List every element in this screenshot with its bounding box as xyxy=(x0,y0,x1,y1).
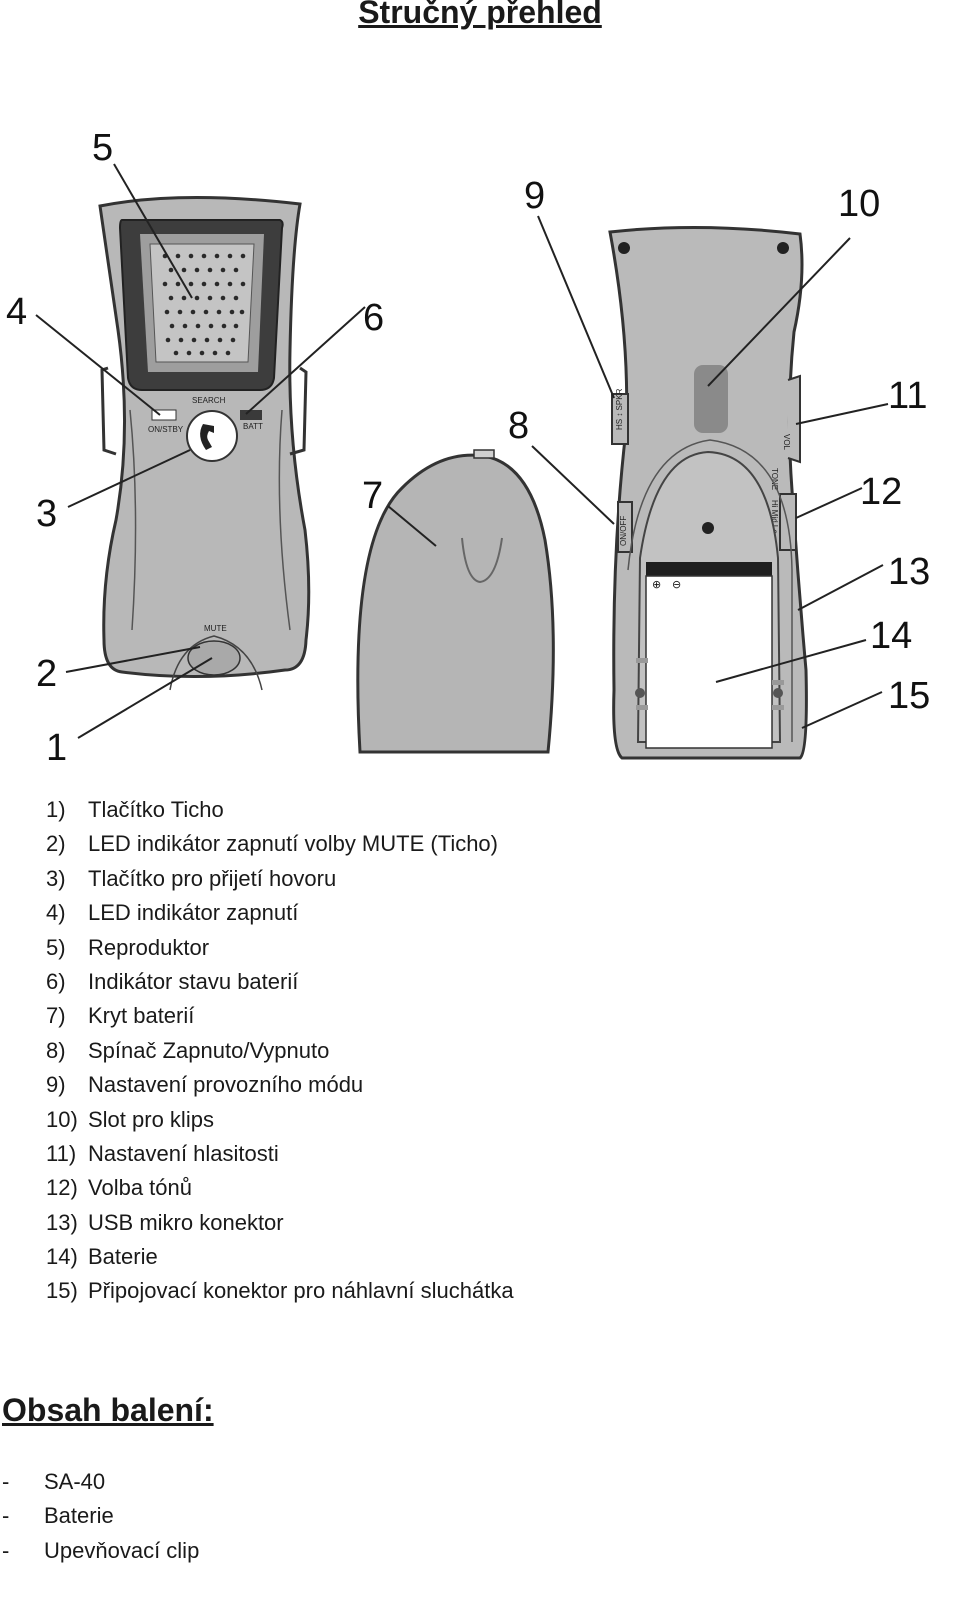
callout-13: 13 xyxy=(888,551,930,593)
mute-button xyxy=(187,640,241,676)
callout-2: 2 xyxy=(36,653,57,695)
legend-item: 7)Kryt baterií xyxy=(46,1003,195,1029)
legend-item: 13)USB mikro konektor xyxy=(46,1209,284,1235)
callout-14: 14 xyxy=(870,615,912,657)
legend-item: 6)Indikátor stavu baterií xyxy=(46,968,299,994)
plus-marking: ⊕ xyxy=(652,578,661,591)
callout-9: 9 xyxy=(524,175,545,217)
page-title: Stručný přehled xyxy=(358,0,602,30)
legend-item: 9)Nastavení provozního módu xyxy=(46,1072,364,1098)
search-marking: SEARCH xyxy=(192,396,226,405)
minus-marking: ⊖ xyxy=(672,578,681,591)
battery-cover xyxy=(356,449,555,754)
callout-11: 11 xyxy=(888,375,927,417)
legend-item: 8)Spínač Zapnuto/Vypnuto xyxy=(46,1037,330,1063)
batt-marking: BATT xyxy=(243,422,263,431)
hs-spkr-marking: HS ↕ SPKR xyxy=(615,388,624,430)
callout-1: 1 xyxy=(46,727,67,769)
callout-15: 15 xyxy=(888,675,930,717)
callout-8: 8 xyxy=(508,405,529,447)
mute-marking: MUTE xyxy=(204,624,227,633)
callout-6: 6 xyxy=(363,297,384,339)
device-diagram: SEARCH ON/STBY BATT MUTE HS ↕ SP xyxy=(0,110,960,790)
callout-4: 4 xyxy=(6,291,27,333)
batt-led xyxy=(240,410,262,420)
front-unit: SEARCH ON/STBY BATT MUTE xyxy=(98,195,311,691)
on-stby-led xyxy=(151,409,177,421)
callout-7: 7 xyxy=(362,475,383,517)
legend-item: 10)Slot pro klips xyxy=(46,1106,214,1132)
vol-marking: VOL xyxy=(782,434,791,451)
phone-icon xyxy=(200,424,214,450)
callout-10: 10 xyxy=(838,183,880,225)
legend-item: 4)LED indikátor zapnutí xyxy=(46,900,299,926)
list-item: -Upevňovací clip xyxy=(2,1537,200,1563)
legend-item: 12)Volba tónů xyxy=(46,1175,192,1201)
parts-legend: 1)Tlačítko Ticho 2)LED indikátor zapnutí… xyxy=(46,793,514,1309)
tone-modes-marking: Hi Mid Lo xyxy=(770,500,779,534)
back-unit: HS ↕ SPKR ON/OFF VOL TONE Hi Mid Lo ⊕ ⊖ xyxy=(608,225,808,760)
clip-slot xyxy=(694,365,728,433)
battery xyxy=(645,575,773,749)
package-contents-list: -SA-40 -Baterie -Upevňovací clip xyxy=(2,1465,199,1568)
on-off-marking: ON/OFF xyxy=(619,516,628,546)
legend-item: 3)Tlačítko pro přijetí hovoru xyxy=(46,865,337,891)
legend-item: 15)Připojovací konektor pro náhlavní slu… xyxy=(46,1278,514,1304)
callout-5: 5 xyxy=(92,127,113,169)
legend-item: 2)LED indikátor zapnutí volby MUTE (Tich… xyxy=(46,831,498,857)
package-contents-heading: Obsah balení: xyxy=(2,1392,214,1428)
device-illustration: SEARCH ON/STBY BATT MUTE HS ↕ SP xyxy=(6,127,930,769)
legend-item: 5)Reproduktor xyxy=(46,934,210,960)
list-item: -Baterie xyxy=(2,1503,114,1529)
tone-marking: TONE xyxy=(770,468,779,490)
legend-item: 11)Nastavení hlasitosti xyxy=(46,1140,279,1166)
legend-item: 1)Tlačítko Ticho xyxy=(46,797,224,822)
legend-item: 14)Baterie xyxy=(46,1244,158,1270)
on-stby-marking: ON/STBY xyxy=(148,425,184,434)
callout-12: 12 xyxy=(860,471,902,513)
answer-button xyxy=(186,410,238,462)
callout-3: 3 xyxy=(36,493,57,535)
list-item: -SA-40 xyxy=(2,1469,106,1494)
